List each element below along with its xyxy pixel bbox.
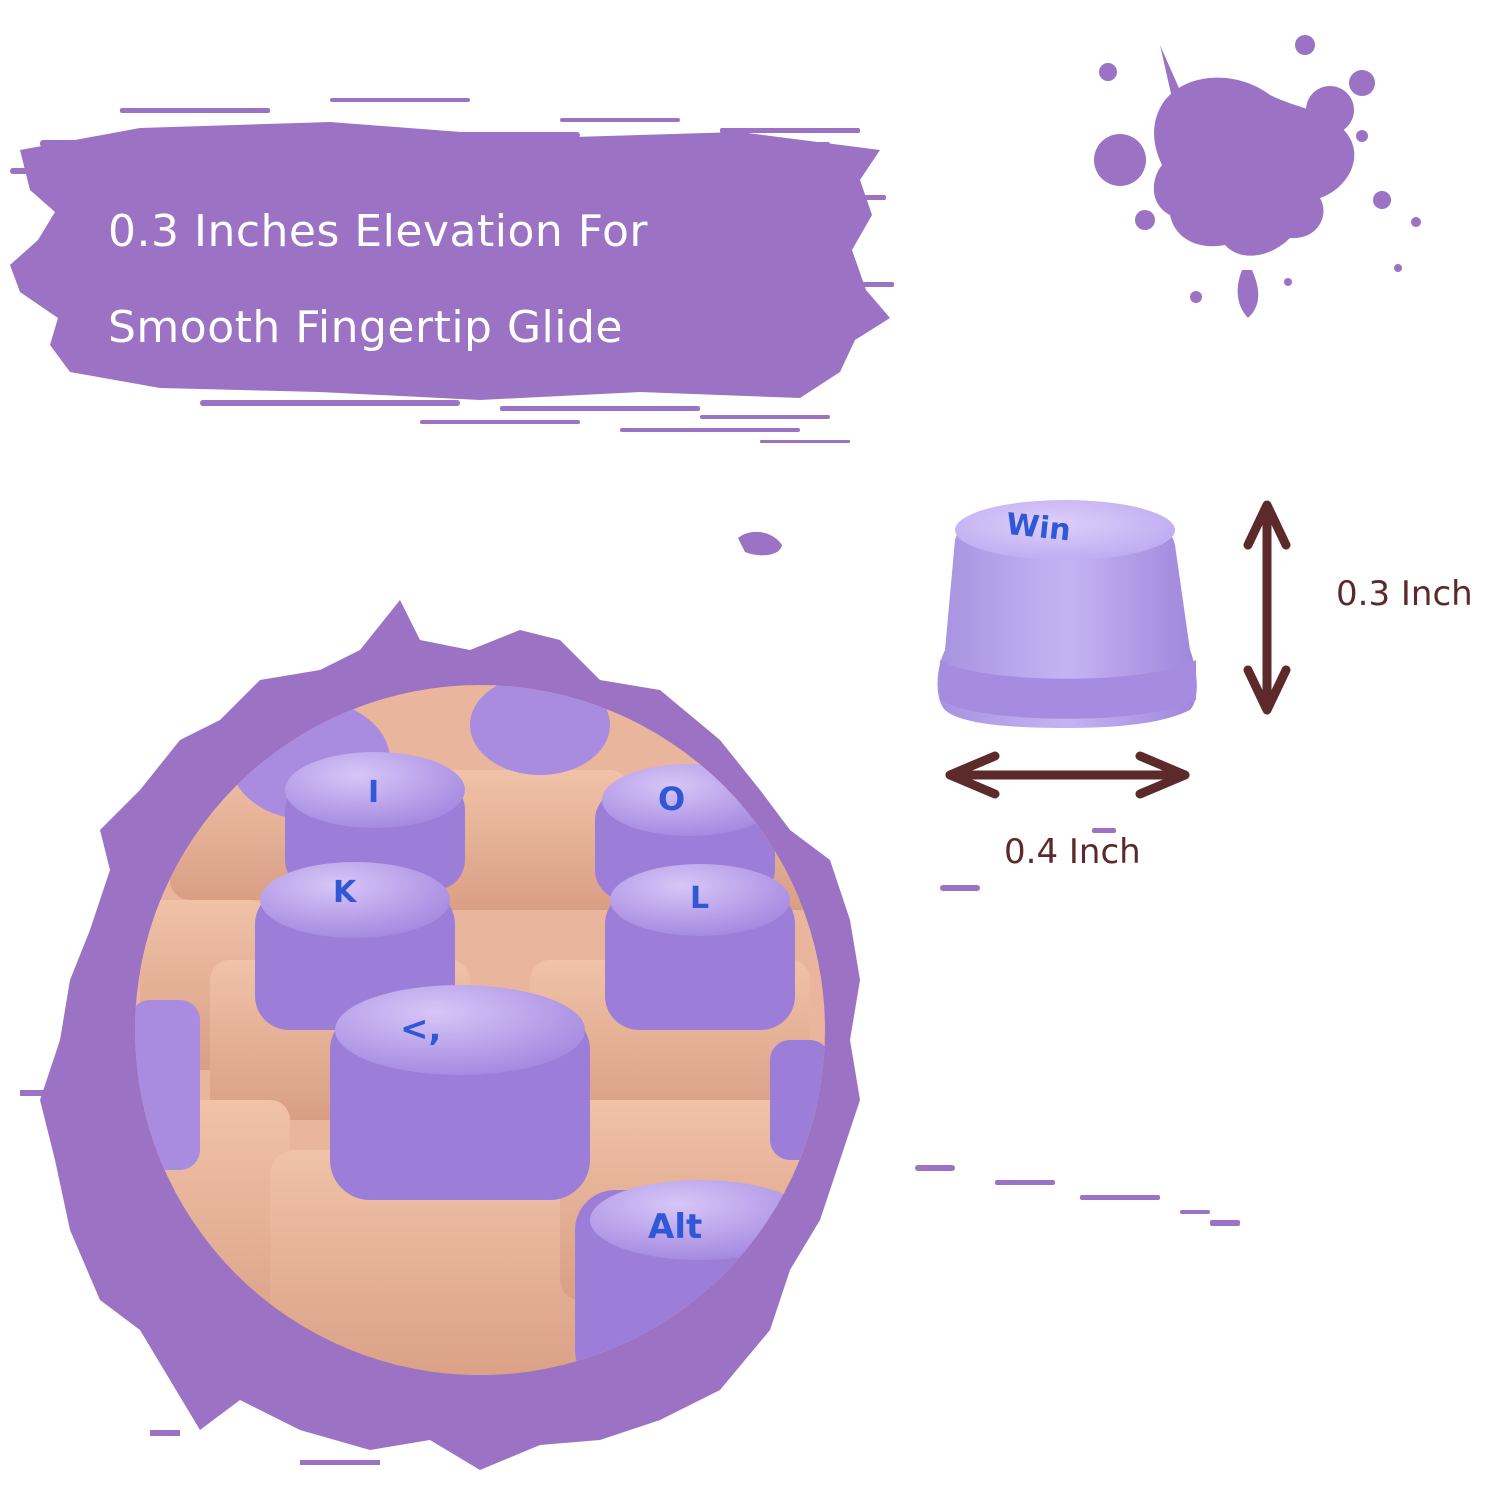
key-legend-i: I bbox=[368, 775, 379, 810]
height-dimension-label: 0.3 Inch bbox=[1336, 574, 1473, 614]
key-legend-win: Win bbox=[1004, 507, 1072, 549]
width-dimension-arrow bbox=[945, 751, 1190, 799]
key-legend-alt: Alt bbox=[648, 1207, 702, 1247]
headline-line-1: 0.3 Inches Elevation For bbox=[108, 206, 648, 257]
key-legend-l: L bbox=[690, 881, 709, 916]
width-dimension-label: 0.4 Inch bbox=[1004, 832, 1141, 872]
height-dimension-arrow bbox=[1243, 500, 1291, 715]
key-legend-k: K bbox=[333, 875, 358, 910]
headline-line-2: Smooth Fingertip Glide bbox=[108, 302, 624, 353]
key-legend-comma: <, bbox=[400, 1009, 441, 1049]
win-keycap: Win bbox=[937, 500, 1197, 728]
key-legend-o: O bbox=[658, 780, 685, 818]
